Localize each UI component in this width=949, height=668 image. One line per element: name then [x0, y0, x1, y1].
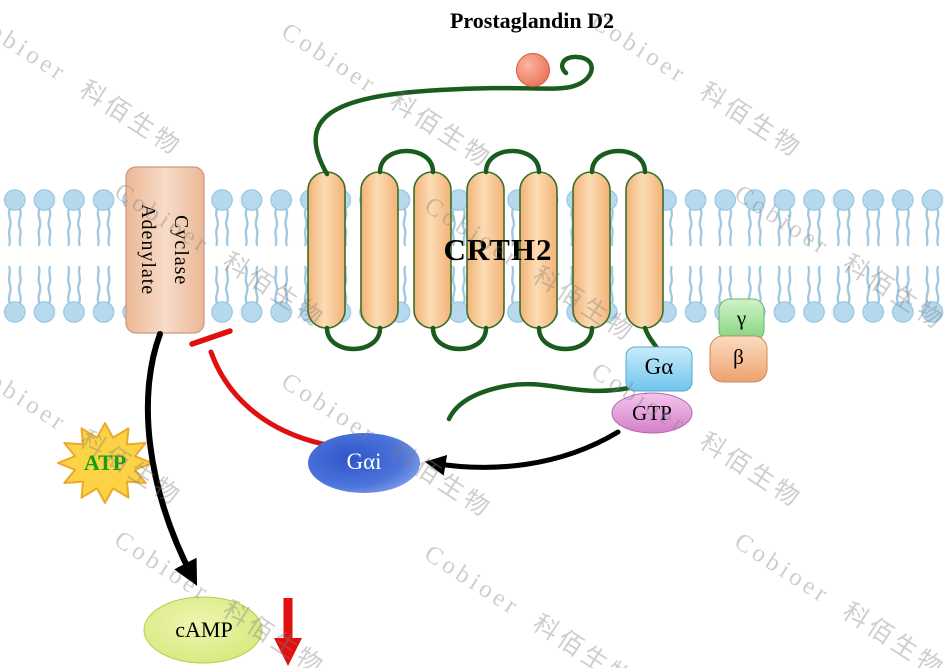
atp-label: ATP [83, 450, 127, 475]
enzyme-label-line2: Cyclase [170, 214, 192, 286]
atp-starburst [57, 422, 153, 504]
camp-decrease-arrow [274, 598, 302, 666]
inhibition-curve [208, 349, 326, 447]
camp-label: cAMP [175, 617, 233, 642]
arrow-gtp-to-gai [424, 429, 621, 476]
helix-2 [360, 171, 399, 329]
extracellular-loop-2 [483, 148, 542, 175]
gamma-label: γ [736, 306, 747, 330]
prostaglandin-d2-ligand [516, 53, 550, 87]
beta-subunit-shape [709, 335, 768, 383]
n-terminus-curve [313, 54, 594, 177]
activation-arrows [144, 331, 621, 586]
helix-6 [572, 171, 611, 329]
g-alpha-label: Gα [644, 354, 674, 379]
extracellular-loop-1 [377, 148, 436, 175]
gtp-shape [611, 392, 693, 434]
beta-label: β [733, 345, 744, 369]
helix-1 [307, 171, 346, 329]
inhibition-arrow [189, 328, 326, 447]
decrease-arrow-head [274, 638, 302, 666]
intracellular-loop-3 [536, 325, 595, 352]
intracellular-loop-2 [430, 325, 489, 352]
g-protein-tail [446, 381, 632, 422]
camp-shape [143, 596, 263, 664]
intracellular-loop-1 [324, 325, 383, 352]
c-terminus-link [642, 325, 660, 351]
receptor-label: CRTH2 [443, 232, 553, 267]
inhibition-t-bar [189, 328, 233, 347]
g-alpha-shape [625, 346, 693, 392]
extracellular-loop-3 [589, 148, 648, 175]
ligand-title: Prostaglandin D2 [449, 8, 614, 33]
enzyme-label-line1: Adenylate [137, 204, 159, 296]
arrow-ac-to-camp [144, 331, 198, 586]
receptor-helices [307, 171, 664, 329]
enzyme-label: Adenylate Cyclase [131, 172, 201, 328]
adenylate-cyclase-shape [125, 166, 205, 334]
helix-7 [625, 171, 664, 329]
g-alpha-i-shape [308, 433, 420, 493]
gtp-label: GTP [632, 401, 672, 425]
g-alpha-i-label: Gαi [346, 449, 382, 474]
